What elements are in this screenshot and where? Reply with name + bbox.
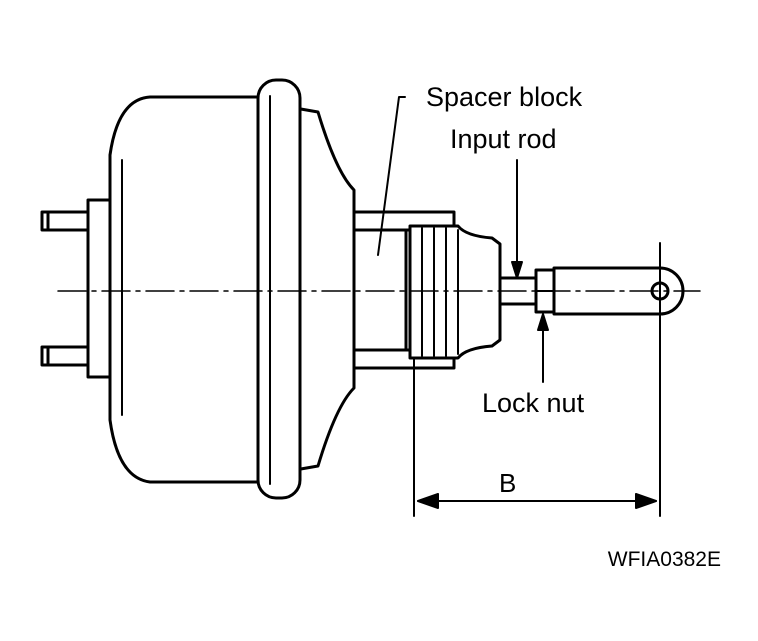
figure-code: WFIA0382E xyxy=(608,548,721,571)
label-input-rod: Input rod xyxy=(450,124,557,154)
rear-mounting-studs xyxy=(40,210,92,367)
leader-lines xyxy=(377,96,549,383)
clevis xyxy=(552,266,685,316)
dimension-b xyxy=(413,242,661,517)
spacer-block-ribs xyxy=(409,227,459,357)
shell-clamp-band xyxy=(256,78,302,500)
label-spacer-block: Spacer block xyxy=(426,82,583,112)
front-shell xyxy=(293,106,356,472)
label-dimension-b: B xyxy=(499,468,516,498)
rear-shell xyxy=(108,95,265,484)
spacer-block xyxy=(408,224,502,360)
label-lock-nut: Lock nut xyxy=(482,388,585,418)
